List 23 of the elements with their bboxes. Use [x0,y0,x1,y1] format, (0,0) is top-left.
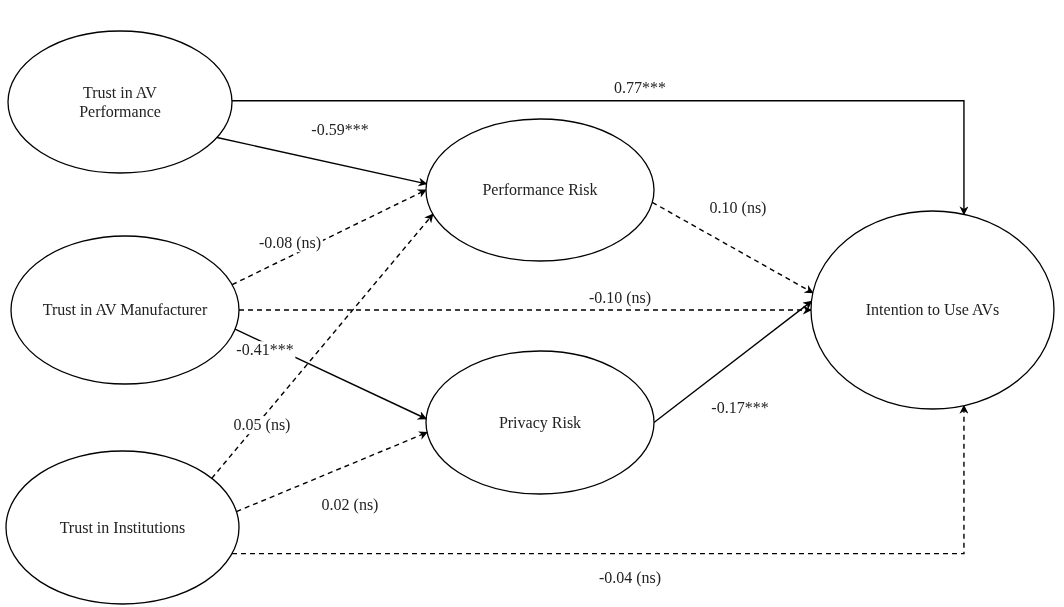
edge-label: 0.10 (ns) [707,199,769,217]
node-label: Privacy Risk [497,412,583,433]
edge-label: -0.08 (ns) [256,234,324,252]
path-arrow [231,189,427,286]
path-arrow [231,404,969,555]
node-label: Intention to Use AVs [864,300,1001,320]
edge-label: 0.02 (ns) [319,496,381,514]
edge-label: 0.05 (ns) [231,416,293,434]
construct-ellipse [810,210,1055,410]
edge-label: -0.41*** [234,341,296,359]
path-arrow [651,201,814,294]
construct-ellipse [425,350,655,495]
edge-label: -0.04 (ns) [596,569,664,587]
node-label: Trust in Institutions [58,517,187,538]
node-label: Trust in AV Performance [78,82,162,122]
node-label: Performance Risk [481,180,599,200]
construct-ellipse [425,118,655,262]
construct-ellipse [7,30,233,174]
path-arrow [211,213,434,480]
edge-label: -0.10 (ns) [586,289,654,307]
node-label: Trust in AV Manufacturer [41,300,209,320]
path-arrow [235,431,428,513]
construct-ellipse [5,450,240,605]
